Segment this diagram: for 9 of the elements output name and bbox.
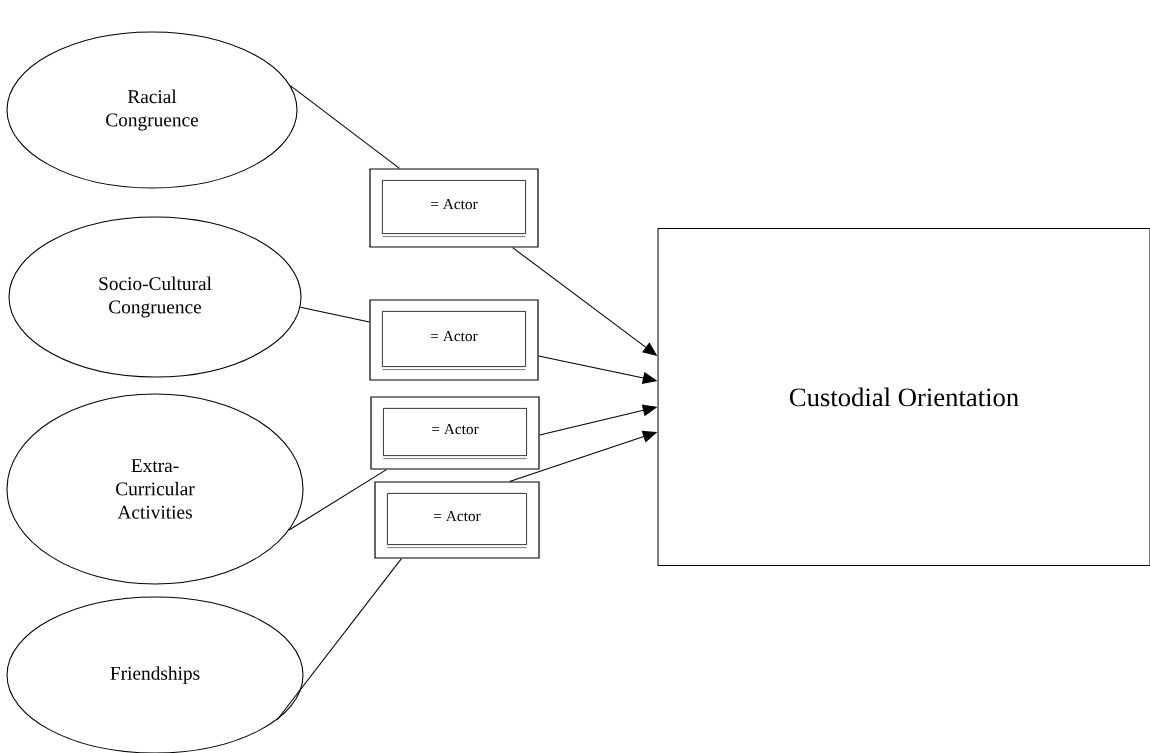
connector-line bbox=[276, 558, 402, 721]
actor-box: = Actor bbox=[369, 299, 539, 381]
outcome-box: Custodial Orientation bbox=[657, 227, 1150, 567]
actor-box: = Actor bbox=[374, 481, 540, 559]
actor-box: = Actor bbox=[369, 168, 539, 248]
connector-line bbox=[289, 85, 400, 169]
connector-line bbox=[288, 469, 387, 531]
connector-line bbox=[299, 306, 370, 323]
actor-box: = Actor bbox=[370, 396, 540, 470]
